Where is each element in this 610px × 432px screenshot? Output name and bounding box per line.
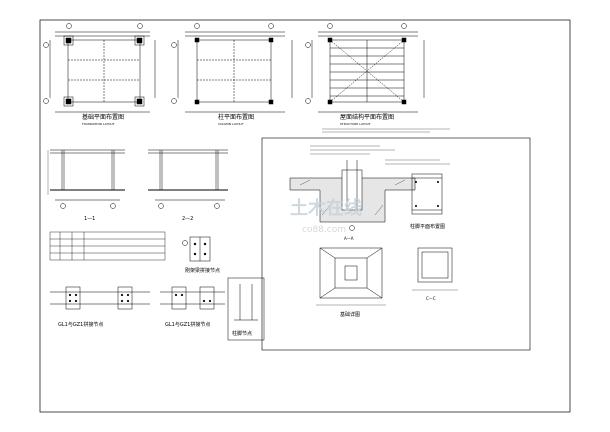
column-plan-subtitle: COLUMN LAYOUT (218, 122, 244, 126)
pedestal-section-tag: A—A (344, 236, 354, 241)
section-1-1-label: 1—1 (84, 216, 95, 222)
section-2-2 (148, 149, 228, 209)
section-1-1 (47, 149, 125, 209)
column-joint-a (50, 286, 150, 310)
beam-joint-caption: 刚架梁拼接节点 (185, 267, 220, 274)
roof-structure-plan-title: 屋面结构平面布置图 (340, 113, 394, 121)
watermark-sub: co88.com (302, 225, 346, 235)
roof-plan-notes (322, 128, 450, 133)
foundation-plan (43, 23, 156, 113)
roof-structure-plan-subtitle: STRUCTURE LAYOUT (340, 122, 371, 126)
column-section-tag: C—C (426, 296, 436, 301)
foundation-detail-frame (261, 137, 531, 351)
foundation-detail-caption: 基础详图 (340, 311, 360, 318)
base-plate-box (227, 277, 265, 341)
section-2-2-label: 2—2 (182, 216, 193, 222)
column-base-plan (411, 173, 443, 215)
bolt-table (49, 231, 166, 261)
column-joint-b-caption: GL1与GZ1拼接节点 (165, 321, 210, 328)
column-section-cc (412, 247, 458, 291)
sheet-border (39, 19, 571, 413)
watermark: 土木在线 co88.com (290, 197, 362, 235)
watermark-main: 土木在线 (290, 197, 362, 219)
foundation-plan-subtitle: FOUNDATION LAYOUT (82, 122, 115, 126)
column-base-plan-caption: 柱脚平面布置图 (410, 223, 445, 230)
foundation-plan-title: 基础平面布置图 (82, 113, 124, 121)
anchor-plan (316, 247, 386, 306)
column-joint-b (160, 286, 225, 310)
pedestal-section (289, 160, 416, 231)
base-plate-caption: 柱脚节点 (232, 330, 252, 337)
detail-notes (310, 145, 450, 165)
column-plan (171, 23, 293, 113)
roof-structure-plan (305, 23, 425, 113)
beam-joint-detail (182, 236, 211, 262)
column-joint-a-caption: GL1与GZ1拼接节点 (58, 321, 103, 328)
column-plan-title: 柱平面布置图 (218, 113, 254, 121)
